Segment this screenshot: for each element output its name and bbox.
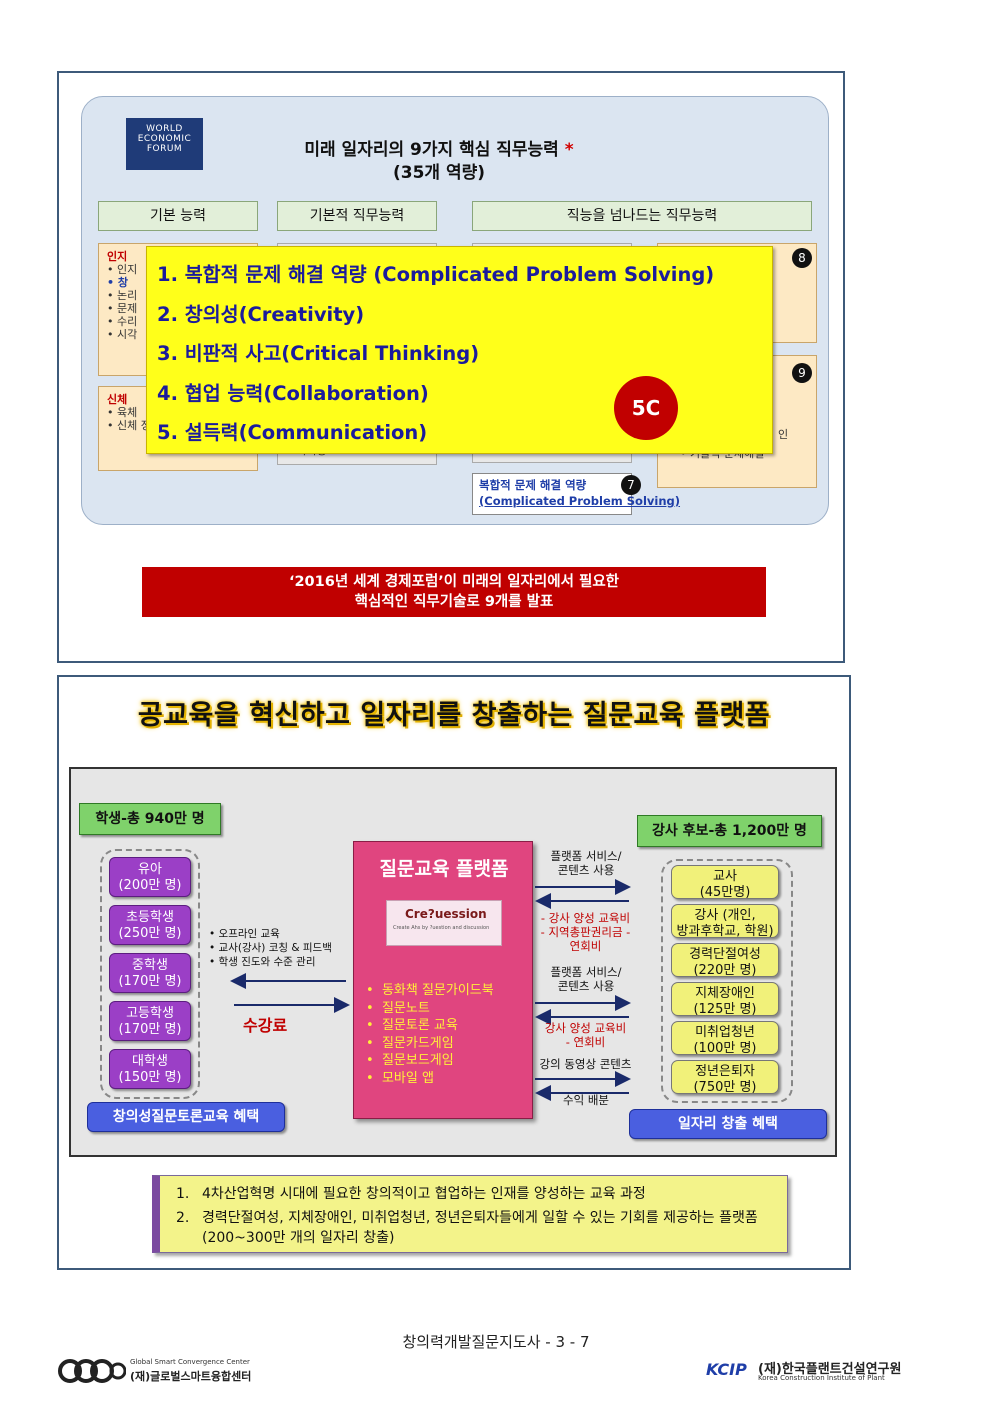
student-services-list: • 오프라인 교육 • 교사(강사) 코칭 & 피드백 • 학생 진도와 수준 … <box>209 928 332 968</box>
flow-arrows-3 <box>535 1071 631 1101</box>
instructor-unemployed-youth: 미취업청년(100만 명) <box>671 1021 779 1056</box>
tuition-label: 수강료 <box>243 1016 288 1035</box>
student-kindergarten: 유아(200만 명) <box>109 857 191 897</box>
flow-arrows-1 <box>535 879 631 909</box>
wef-logo: WORLD ECONOMIC FORUM <box>126 118 203 170</box>
gscc-logo: Global Smart Convergence Center (재)글로벌스마… <box>58 1356 298 1386</box>
student-university: 대학생(150만 명) <box>109 1049 191 1089</box>
platform-items: • 동화책 질문가이드북 • 질문노트 • 질문토론 교육 • 질문카드게임 •… <box>366 983 494 1086</box>
item-7-box: 복합적 문제 해결 역량 (Complicated Problem Solvin… <box>472 473 680 515</box>
student-flow-arrows <box>230 973 350 1013</box>
instructors-group <box>661 859 793 1103</box>
flow-fees-2: 강사 양성 교육비 - 연회비 <box>544 1021 627 1049</box>
platform-diagram: 학생-총 940만 명 유아(200만 명) 초등학생(250만 명) 중학생(… <box>69 767 837 1157</box>
category-cross-functional: 직능을 넘나드는 직무능력 <box>472 201 812 231</box>
flow-revenue-share: 수익 배분 <box>563 1093 609 1107</box>
skill-item: 5. 설득력(Communication) <box>157 421 428 444</box>
five-c-overlay: 1. 복합적 문제 해결 역량 (Complicated Problem Sol… <box>146 246 773 454</box>
summary-item: 1. 4차산업혁명 시대에 필요한 창의적이고 협업하는 인재를 양성하는 교육… <box>176 1186 646 1202</box>
students-group <box>100 849 200 1099</box>
summary-item: 2. 경력단절여성, 지체장애인, 미취업청년, 정년은퇴자들에게 일할 수 있… <box>176 1210 758 1246</box>
platform-box-title: 질문교육 플랫폼 <box>379 858 509 880</box>
instructor-career-break-women: 경력단절여성(220만 명) <box>671 943 779 978</box>
students-total-tag: 학생-총 940만 명 <box>79 803 221 835</box>
badge-8: 8 <box>792 248 812 268</box>
wef-announcement-banner: ‘2016년 세계 경제포럼’이 미래의 일자리에서 필요한 핵심적인 직무기술… <box>142 567 766 617</box>
instructor-teacher: 교사(45만명) <box>671 865 779 900</box>
asterisk-mark: * <box>564 140 574 160</box>
question-platform-box: 질문교육 플랫폼 Cre?uession Create Ahs by ?uest… <box>353 841 533 1119</box>
kcip-logo-mark: KCIP <box>706 1360 747 1379</box>
category-basic: 기본 능력 <box>98 201 258 231</box>
platform-summary-box: 1. 4차산업혁명 시대에 필요한 창의적이고 협업하는 인재를 양성하는 교육… <box>152 1175 788 1253</box>
five-c-badge: 5C <box>614 376 678 440</box>
kcip-logo: KCIP (재)한국플랜트건설연구원 Korea Construction In… <box>706 1360 902 1382</box>
badge-9: 9 <box>792 363 812 383</box>
crequession-logo: Cre?uession Create Ahs by ?uestion and d… <box>386 900 502 946</box>
student-high: 고등학생(170만 명) <box>109 1001 191 1041</box>
category-basic-job: 기본적 직무능력 <box>277 201 437 231</box>
skill-item: 3. 비판적 사고(Critical Thinking) <box>157 342 480 365</box>
instructor-lecturer: 강사 (개인,방과후학교, 학원) <box>671 904 779 939</box>
flow-service-2: 플랫폼 서비스/ 콘텐츠 사용 <box>550 965 622 993</box>
instructor-retirees: 정년은퇴자(750만 명) <box>671 1060 779 1095</box>
skill-item: 4. 협업 능력(Collaboration) <box>157 381 429 405</box>
gscc-logo-mark <box>58 1359 126 1383</box>
flow-service-1: 플랫폼 서비스/ 콘텐츠 사용 <box>550 849 622 877</box>
wef-skills-panel: WORLD ECONOMIC FORUM 미래 일자리의 9가지 핵심 직무능력… <box>57 71 845 663</box>
students-benefit-tag: 창의성질문토론교육 혜택 <box>87 1102 285 1132</box>
jobs-benefit-tag: 일자리 창출 혜택 <box>629 1109 827 1139</box>
question-platform-panel: 공교육을 혁신하고 일자리를 창출하는 질문교육 플랫폼 학생-총 940만 명… <box>57 675 851 1270</box>
skill-item: 2. 창의성(Creativity) <box>157 302 365 326</box>
instructors-total-tag: 강사 후보-총 1,200만 명 <box>637 815 822 847</box>
skills-title: 미래 일자리의 9가지 핵심 직무능력 * (35개 역량) <box>304 140 574 183</box>
flow-arrows-2 <box>535 995 631 1025</box>
skill-item: 1. 복합적 문제 해결 역량 (Complicated Problem Sol… <box>157 263 715 286</box>
student-elementary: 초등학생(250만 명) <box>109 905 191 945</box>
platform-title: 공교육을 혁신하고 일자리를 창출하는 질문교육 플랫폼 <box>137 700 771 731</box>
flow-lecture-content: 강의 동영상 콘텐츠 <box>539 1057 632 1071</box>
page-footer-label: 창의력개발질문지도사 - 3 - 7 <box>402 1333 590 1351</box>
badge-7: 7 <box>621 475 641 495</box>
instructor-disabled: 지체장애인(125만 명) <box>671 982 779 1017</box>
flow-fees-1: - 강사 양성 교육비 - 지역총판권리금 - 연회비 <box>540 911 631 953</box>
student-middle: 중학생(170만 명) <box>109 953 191 993</box>
